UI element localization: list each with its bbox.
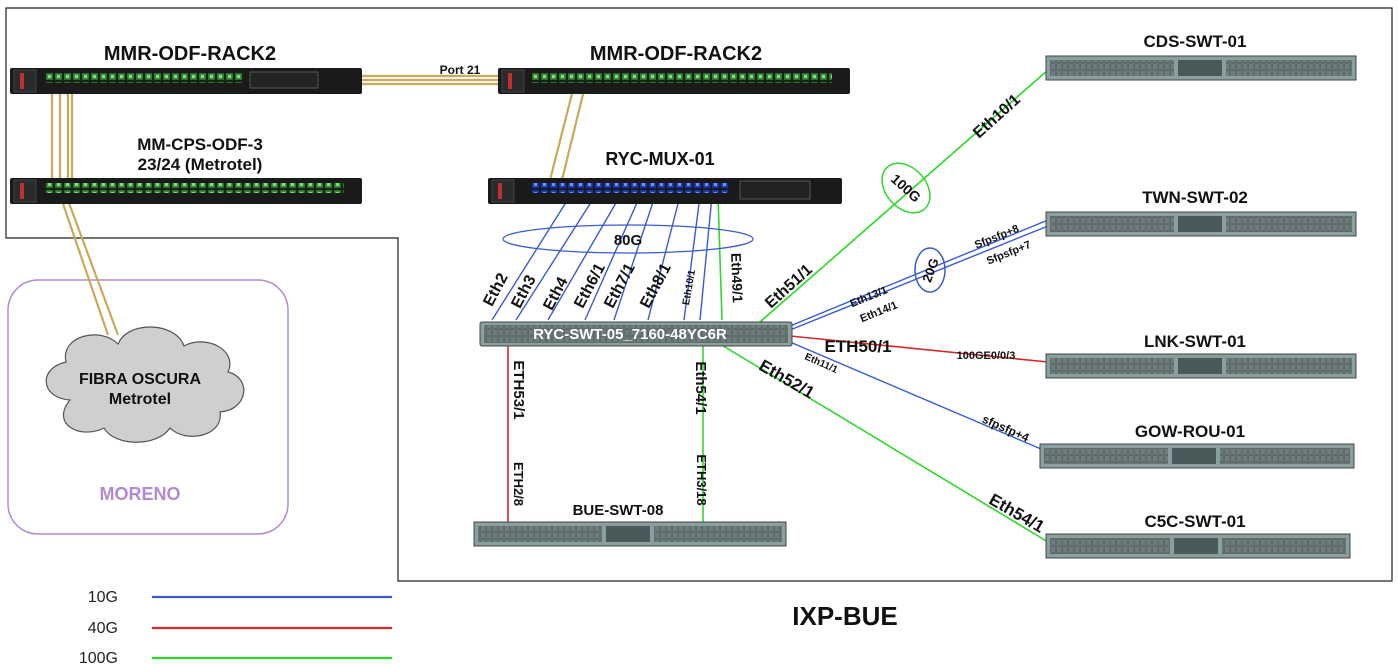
moreno-site-box <box>7 279 289 535</box>
label-c5c: C5C-SWT-01 <box>1144 512 1245 531</box>
bundle-label-100g: 100G <box>888 171 924 206</box>
label-odf-rack2-left: MMR-ODF-RACK2 <box>104 43 276 65</box>
fiber-links <box>50 74 587 336</box>
core-switch <box>479 321 793 347</box>
port-eth53-1: ETH53/1 <box>510 360 527 419</box>
port-eth2: Eth2 <box>480 271 511 310</box>
label-core-switch: RYC-SWT-05_7160-48YC6R <box>533 326 727 343</box>
bundle-80g <box>502 224 754 254</box>
bundle-100g <box>881 162 931 214</box>
eth49-link <box>717 195 723 321</box>
switch-c5c <box>1045 533 1351 559</box>
port-eth50-1: ETH50/1 <box>824 337 891 356</box>
link-gow <box>789 341 1049 453</box>
bundle-label-80g: 80G <box>614 232 642 249</box>
port-eth3-18: ETH3/18 <box>694 454 709 505</box>
legend-label-10g: 10G <box>88 589 118 606</box>
page-title: IXP-BUE <box>792 601 897 631</box>
port-100ge: 100GE0/0/3 <box>957 350 1016 362</box>
switch-gow <box>1039 443 1355 469</box>
link-twn-a <box>789 219 1049 327</box>
fiber-cloud <box>45 326 245 443</box>
port-label-21: Port 21 <box>440 63 481 77</box>
cloud-label-line2: Metrotel <box>109 391 171 408</box>
port-eth10-1-small: Eth10/1 <box>681 269 698 306</box>
label-lnk: LNK-SWT-01 <box>1144 332 1246 351</box>
label-cds: CDS-SWT-01 <box>1144 32 1247 51</box>
label-twn: TWN-SWT-02 <box>1142 188 1248 207</box>
odf-rack2-left <box>10 68 362 94</box>
label-gow: GOW-ROU-01 <box>1135 422 1245 441</box>
mux-links <box>491 195 713 321</box>
bundle-20g <box>914 247 946 293</box>
port-eth49-1: Eth49/1 <box>728 253 746 304</box>
label-cps-odf-3-sub: 23/24 (Metrotel) <box>138 155 263 174</box>
label-odf-rack2-right: MMR-ODF-RACK2 <box>590 43 762 65</box>
cps-odf-3 <box>10 178 362 204</box>
site-label: MORENO <box>100 484 181 504</box>
port-eth10-1-cds: Eth10/1 <box>970 91 1024 142</box>
link-twn-b <box>789 225 1049 331</box>
link-c5c <box>719 343 1049 543</box>
port-eth4: Eth4 <box>540 275 571 314</box>
ryc-mux-01 <box>488 178 842 204</box>
switch-cds <box>1045 55 1357 81</box>
switch-lnk <box>1045 353 1357 379</box>
port-eth54-1: Eth54/1 <box>692 361 709 414</box>
cloud-label-line1: FIBRA OSCURA <box>79 371 202 388</box>
link-lnk <box>789 335 1049 363</box>
port-eth51-1: Eth51/1 <box>762 261 816 312</box>
legend-label-40g: 40G <box>88 620 118 637</box>
switch-twn <box>1045 211 1357 237</box>
switch-bue <box>473 521 787 547</box>
label-mux: RYC-MUX-01 <box>605 149 714 169</box>
port-eth3: Eth3 <box>508 273 539 312</box>
link-cds <box>759 69 1049 323</box>
ixp-region-border <box>5 7 1393 582</box>
odf-rack2-right <box>498 68 850 94</box>
port-sfp4: sfpsfp+4 <box>980 412 1031 445</box>
port-eth8-1: Eth8/1 <box>637 261 675 311</box>
legend: 10G 40G 100G <box>79 589 392 666</box>
label-bue: BUE-SWT-08 <box>573 502 664 519</box>
legend-label-100g: 100G <box>79 650 118 666</box>
port-eth2-8: ETH2/8 <box>511 462 526 506</box>
label-cps-odf-3: MM-CPS-ODF-3 <box>137 135 263 154</box>
port-eth54-1-c5c: Eth54/1 <box>986 490 1048 537</box>
bundle-label-20g: 20G <box>919 256 942 284</box>
